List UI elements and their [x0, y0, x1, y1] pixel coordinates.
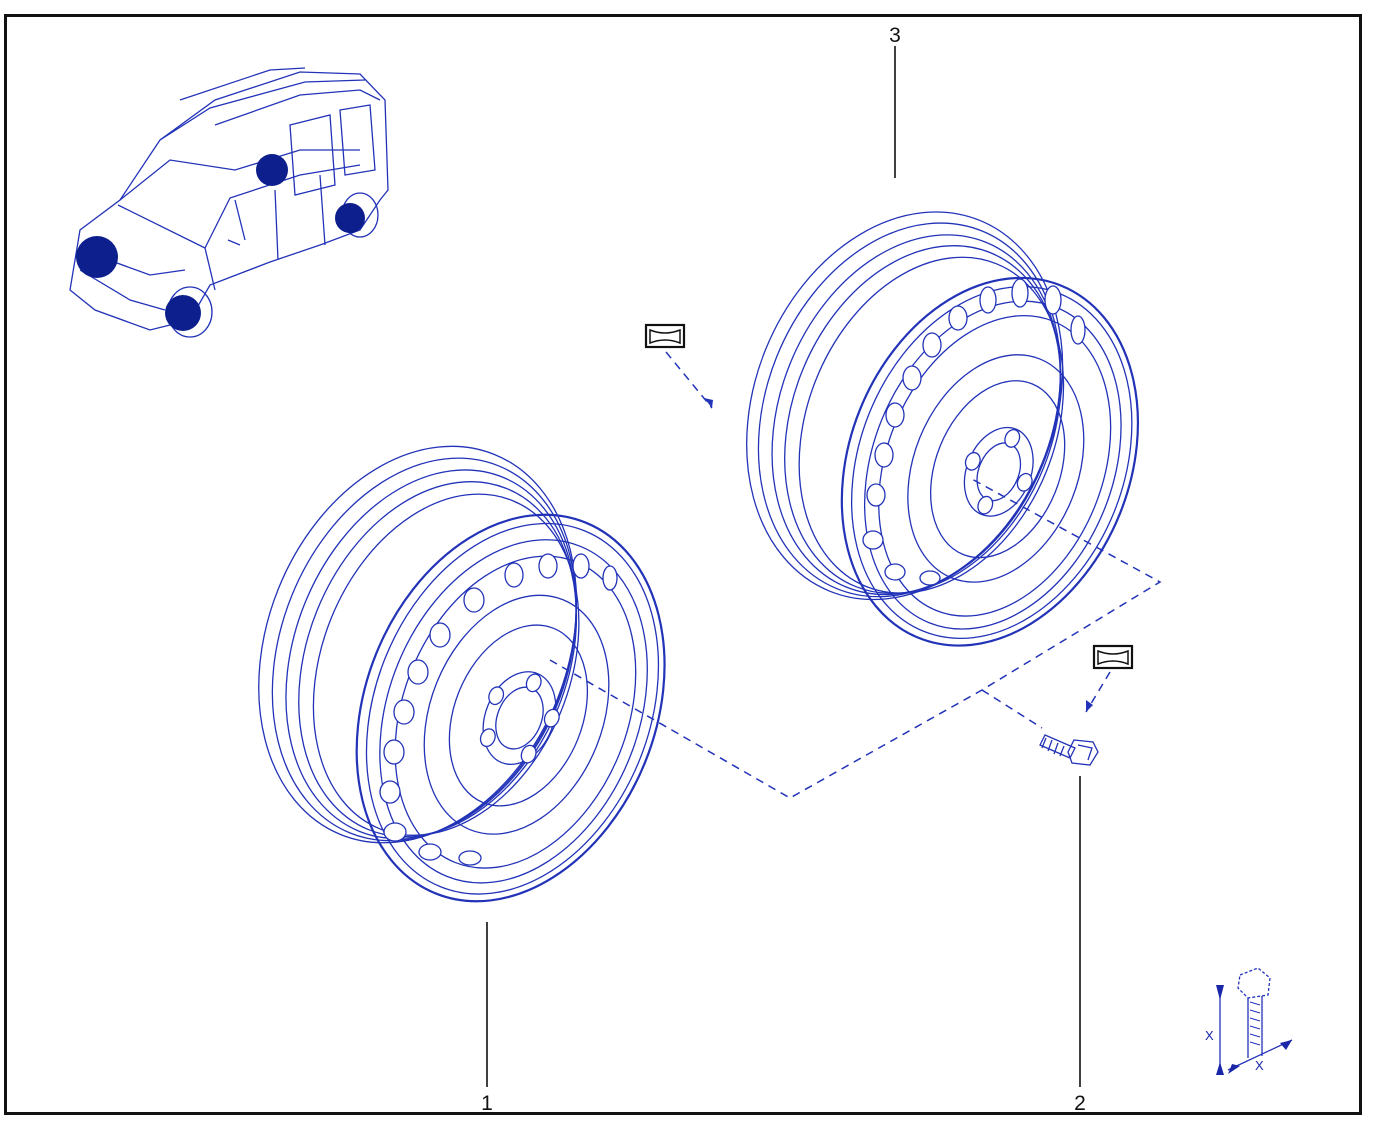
- vent-holes-rear: [862, 278, 1086, 586]
- bolt-dimension-icon: X X: [1205, 967, 1293, 1075]
- leader-arrowheads: [704, 398, 1093, 712]
- callout-2: 2: [1074, 1092, 1086, 1115]
- wheel-bolt: [1039, 734, 1099, 766]
- front-right-wheel-marker: [165, 295, 201, 331]
- rear-left-wheel-marker: [256, 154, 288, 186]
- vent-holes-front: [379, 553, 618, 866]
- van-locator-icon: [69, 67, 389, 338]
- callout-1: 1: [481, 1092, 493, 1115]
- steel-wheel-rear: [746, 211, 1140, 647]
- front-left-wheel-marker: [76, 236, 118, 278]
- steel-wheel-front: [258, 445, 666, 903]
- dimension-length-label: X: [1205, 1028, 1214, 1043]
- dashed-leaders: [549, 351, 1162, 799]
- callout-leaders: [486, 46, 1081, 1087]
- rear-right-wheel-marker: [335, 203, 365, 233]
- parts-tag-icon-2: [1092, 644, 1134, 670]
- diagram-frame: [4, 14, 1362, 1115]
- parts-tag-icon: [644, 323, 686, 349]
- callout-3: 3: [889, 24, 901, 47]
- dimension-diameter-label: X: [1255, 1058, 1264, 1073]
